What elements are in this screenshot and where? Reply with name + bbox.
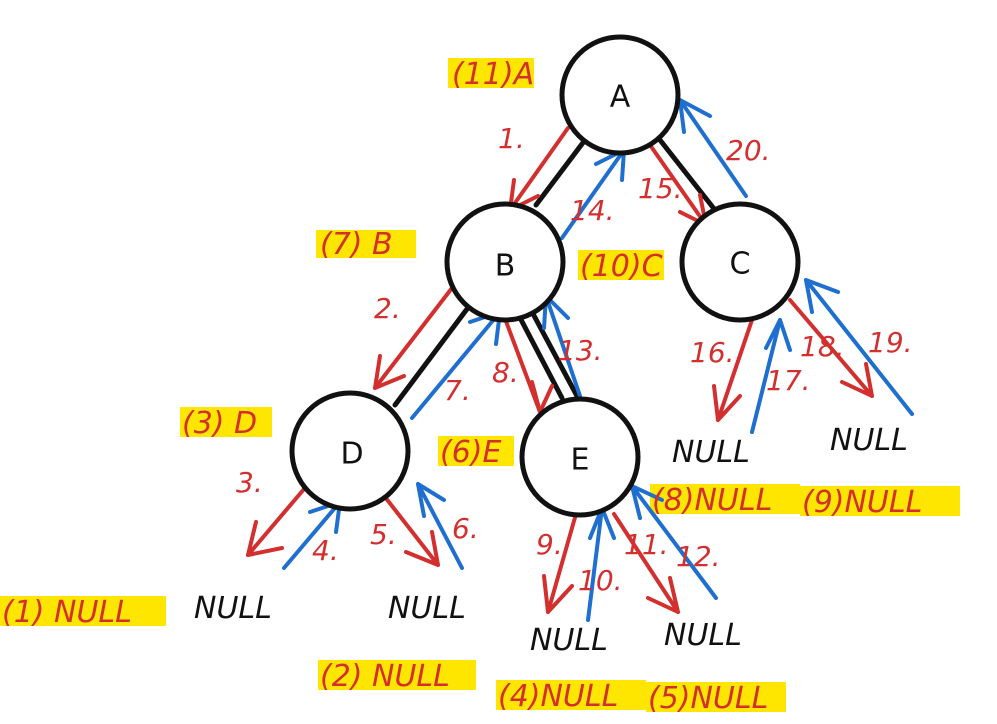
- tree-edges: [392, 137, 718, 408]
- step-label-12: 12.: [676, 540, 721, 573]
- highlight-order-null-9: [800, 486, 960, 516]
- step-label-6: 6.: [452, 512, 479, 545]
- arrow-down-16: [712, 318, 754, 422]
- step-label-14: 14.: [570, 194, 615, 227]
- arrow-down-2: [373, 286, 454, 390]
- step-label-11: 11.: [624, 528, 669, 561]
- node-D: D: [289, 390, 411, 512]
- step-label-13: 13.: [558, 334, 603, 367]
- node-label-D: D: [340, 437, 363, 472]
- order-label-null-8: (8)NULL: [652, 483, 772, 518]
- node-label-C: C: [730, 247, 751, 282]
- order-label-D: (3) D: [182, 406, 257, 441]
- node-B: B: [444, 201, 566, 323]
- node-E: E: [519, 396, 641, 518]
- null-leaves: NULL NULL NULL NULL NULL NULL: [194, 423, 908, 658]
- highlight-order-null-5: [646, 682, 786, 712]
- order-label-B: (7) B: [320, 227, 393, 262]
- edge-B-E: [514, 309, 565, 401]
- node-C: C: [679, 201, 801, 323]
- step-label-20: 20.: [726, 134, 771, 167]
- edge-B-D: [392, 302, 473, 408]
- node-label-B: B: [495, 249, 516, 284]
- edge-B-E-double: [528, 307, 580, 399]
- arrow-down-11: [612, 512, 680, 614]
- step-label-16: 16.: [690, 336, 735, 369]
- null-leaf-E-left: NULL: [530, 623, 608, 658]
- step-label-2: 2.: [374, 292, 401, 325]
- step-label-17: 17.: [766, 364, 811, 397]
- highlight-order-E: [438, 436, 514, 466]
- arrow-up-12: [630, 484, 718, 600]
- node-label-A: A: [610, 80, 631, 115]
- null-leaf-E-right: NULL: [664, 618, 742, 653]
- arrow-down-8: [502, 314, 554, 414]
- arrow-up-6: [416, 482, 464, 570]
- order-label-null-9: (9)NULL: [802, 485, 922, 520]
- highlight-order-B: [316, 230, 416, 258]
- step-label-9: 9.: [536, 528, 563, 561]
- null-leaf-D-left: NULL: [194, 591, 272, 626]
- highlight-order-A: [448, 58, 534, 88]
- arrow-down-18: [788, 298, 874, 398]
- highlight-order-null-1: [0, 596, 166, 626]
- arrow-down-5: [376, 486, 440, 567]
- step-label-8: 8.: [492, 356, 519, 389]
- highlight-order-null-4: [496, 680, 646, 710]
- node-label-E: E: [571, 443, 590, 478]
- arrow-up-19: [804, 278, 914, 416]
- order-label-null-4: (4)NULL: [498, 679, 618, 714]
- step-label-4: 4.: [312, 534, 339, 567]
- step-label-18: 18.: [800, 330, 845, 363]
- step-label-5: 5.: [370, 518, 397, 551]
- null-leaf-D-right: NULL: [388, 591, 466, 626]
- null-leaf-C-left: NULL: [672, 435, 750, 470]
- order-label-null-1: (1) NULL: [2, 595, 132, 630]
- order-labels: (11)A (7) B (10)C (3) D (6)E (1) NULL (2…: [2, 57, 922, 716]
- highlight-order-D: [180, 407, 272, 437]
- order-label-A: (11)A: [452, 57, 534, 92]
- arrow-up-20: [678, 98, 748, 198]
- node-A: A: [559, 34, 681, 156]
- order-label-null-5: (5)NULL: [648, 681, 768, 716]
- highlight-order-C: [578, 250, 664, 280]
- order-label-null-2: (2) NULL: [320, 659, 450, 694]
- highlight-order-null-2: [318, 660, 476, 690]
- highlight-order-null-8: [650, 484, 800, 514]
- step-label-7: 7.: [444, 374, 471, 407]
- step-labels: 1. 2. 3. 4. 5. 6. 7. 8. 9. 10. 11. 12. 1…: [236, 122, 913, 597]
- step-label-19: 19.: [868, 326, 913, 359]
- order-label-C: (10)C: [580, 249, 663, 284]
- arrow-down-9: [542, 512, 578, 614]
- null-leaf-C-right: NULL: [830, 423, 908, 458]
- arrow-down-3: [246, 480, 312, 557]
- arrow-up-17: [750, 318, 792, 434]
- step-label-3: 3.: [236, 466, 263, 499]
- order-label-E: (6)E: [440, 435, 501, 470]
- step-label-15: 15.: [638, 172, 683, 205]
- step-label-1: 1.: [498, 122, 525, 155]
- edge-A-C: [657, 137, 718, 213]
- edge-A-B: [533, 137, 588, 208]
- step-label-10: 10.: [578, 564, 623, 597]
